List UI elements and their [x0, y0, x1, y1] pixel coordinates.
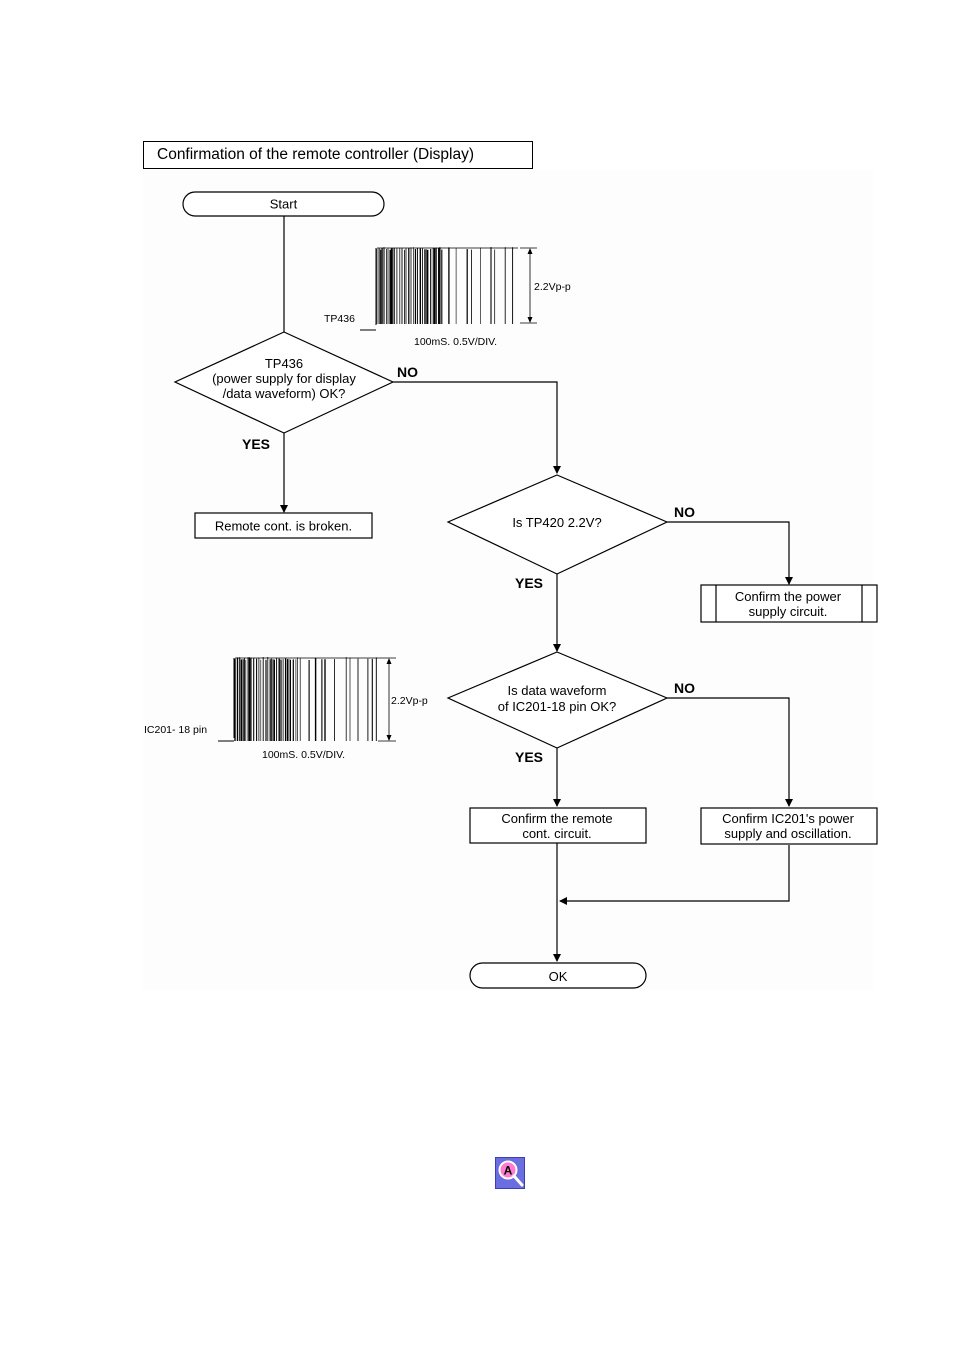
- waveform-ic201-probe: IC201- 18 pin: [144, 724, 207, 736]
- data-decision-line-1: Is data waveform: [508, 683, 607, 698]
- remote-broken-label: Remote cont. is broken.: [215, 519, 352, 534]
- svg-text:A: A: [504, 1164, 513, 1178]
- waveform-ic201-scale: 100mS. 0.5V/DIV.: [262, 749, 345, 761]
- waveform-tp436: 2.2Vp-p TP436 100mS. 0.5V/DIV.: [324, 247, 571, 348]
- waveform-tp436-amplitude: 2.2Vp-p: [534, 281, 571, 293]
- ic201-power-line-2: supply and oscillation.: [724, 826, 851, 841]
- remote-circuit-box: Confirm the remote cont. circuit.: [469, 807, 647, 844]
- search-icon[interactable]: A: [495, 1157, 525, 1189]
- remote-circuit-line-2: cont. circuit.: [522, 826, 591, 841]
- ic201-power-box: Confirm IC201's power supply and oscilla…: [700, 807, 878, 845]
- data-decision-line-2: of IC201-18 pin OK?: [498, 699, 617, 714]
- tp420-yes-label: YES: [515, 575, 543, 591]
- ok-node: OK: [469, 962, 647, 989]
- tp436-no-label: NO: [397, 364, 418, 380]
- arrow-data-no: [667, 697, 793, 807]
- connectors: [280, 216, 793, 962]
- figure-background: [143, 170, 873, 990]
- waveform-ic201-pulses: [234, 657, 378, 741]
- power-supply-box: Confirm the power supply circuit.: [700, 584, 878, 623]
- tp436-yes-label: YES: [242, 436, 270, 452]
- waveform-tp436-pulses: [376, 247, 518, 324]
- tp436-line-2: (power supply for display: [212, 371, 356, 386]
- tp420-no-label: NO: [674, 504, 695, 520]
- ok-label: OK: [549, 969, 568, 984]
- arrow-tp420-no: [667, 521, 793, 585]
- remote-circuit-line-1: Confirm the remote: [501, 811, 612, 826]
- waveform-tp436-scale: 100mS. 0.5V/DIV.: [414, 336, 497, 348]
- ic201-power-line-1: Confirm IC201's power: [722, 811, 854, 826]
- tp436-decision: TP436 (power supply for display /data wa…: [173, 331, 395, 434]
- waveform-tp436-probe: TP436: [324, 313, 355, 325]
- arrow-merge: [559, 845, 790, 905]
- start-node: Start: [182, 191, 385, 217]
- tp420-label: Is TP420 2.2V?: [512, 515, 601, 530]
- waveform-ic201-amplitude: 2.2Vp-p: [391, 695, 428, 707]
- arrow-tp436-no: [393, 381, 561, 474]
- diagram-title-text: Confirmation of the remote controller (D…: [157, 146, 475, 163]
- start-label: Start: [270, 197, 298, 212]
- data-no-label: NO: [674, 680, 695, 696]
- remote-broken-box: Remote cont. is broken.: [194, 512, 373, 539]
- data-waveform-decision: Is data waveform of IC201-18 pin OK?: [446, 651, 669, 749]
- tp436-line-3: /data waveform) OK?: [223, 386, 346, 401]
- power-supply-line-1: Confirm the power: [735, 589, 842, 604]
- waveform-ic201: 2.2Vp-p IC201- 18 pin 100mS. 0.5V/DIV.: [144, 657, 428, 761]
- diagram-title: Confirmation of the remote controller (D…: [143, 141, 533, 169]
- power-supply-line-2: supply circuit.: [749, 604, 828, 619]
- tp420-decision: Is TP420 2.2V?: [446, 474, 669, 575]
- tp436-line-1: TP436: [265, 356, 303, 371]
- data-yes-label: YES: [515, 749, 543, 765]
